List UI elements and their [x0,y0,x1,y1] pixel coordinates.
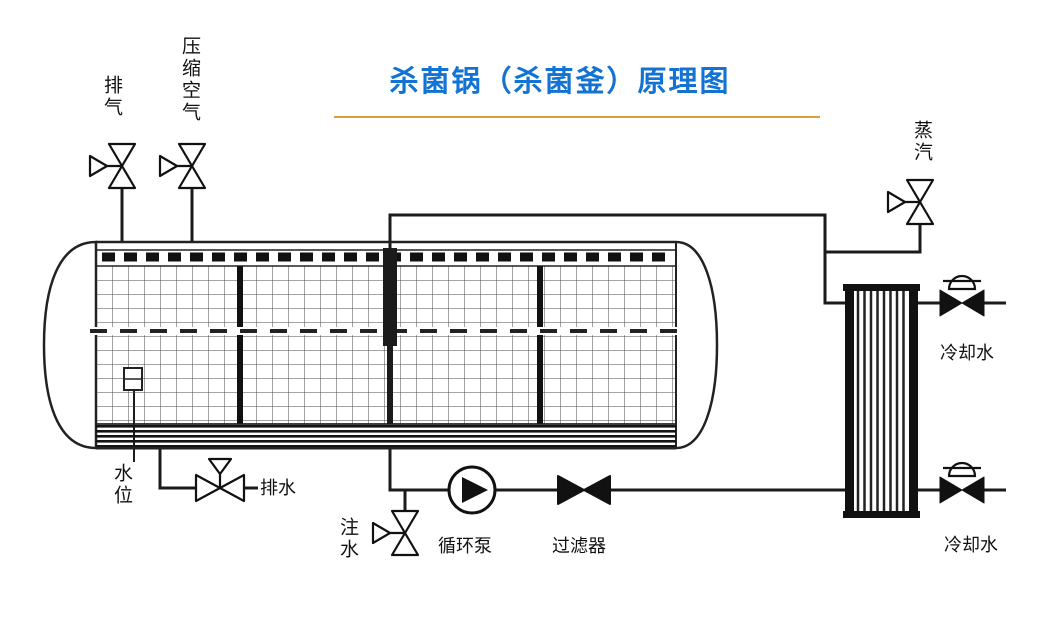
basket-divider-1 [237,266,243,424]
spray-pipe-upper [383,248,397,346]
water-fill-valve-icon [371,509,420,557]
page-title: 杀菌锅（杀菌釜）原理图 [389,66,731,98]
cooling-water-top-label: 冷却水 [940,343,994,363]
cooling-water-valve-top-icon [939,274,985,317]
drain-label: 排水 [260,478,296,498]
cooling-water-bottom-label: 冷却水 [944,535,998,555]
compressed-air-label: 压缩空气 [179,36,200,124]
vessel-right-head [675,240,719,450]
vessel-left-head [42,240,98,450]
steam-label: 蒸汽 [911,120,932,164]
heat-exchanger [843,284,920,518]
filter-label: 过滤器 [552,536,606,556]
heat-exchanger-left-wall [845,284,854,518]
piping [120,188,1006,511]
circulation-pump-icon [447,465,497,515]
basket-divider-2 [537,266,543,424]
drain-pipe [158,448,196,490]
exhaust-valve-icon [88,142,137,190]
exhaust-label: 排气 [101,75,122,119]
heat-exchanger-bottom-flange [843,511,920,518]
heat-exchanger-top-flange [843,284,920,291]
title-underline [334,116,820,118]
top-distribution-pipe [388,213,845,305]
water-fill-label: 注水 [337,517,358,561]
heat-exchanger-right-wall [909,284,918,518]
spray-pipe-lower [387,346,393,424]
retort-vessel [42,240,719,450]
compressed-air-valve-icon [158,142,207,190]
drain-valve-icon [194,457,246,503]
heat-exchanger-coils [856,291,905,511]
filter-icon [557,475,611,505]
steam-pipe [825,224,922,254]
bottom-water-band [96,425,676,447]
circulation-pump-label: 循环泵 [438,536,492,556]
cooling-water-valve-bottom-icon [939,461,985,504]
water-level-sensor [123,367,143,391]
spray-pipe [383,248,397,424]
steam-valve-icon [886,178,935,226]
water-level-label: 水位 [111,463,132,507]
circulation-pipe-left [388,448,449,492]
